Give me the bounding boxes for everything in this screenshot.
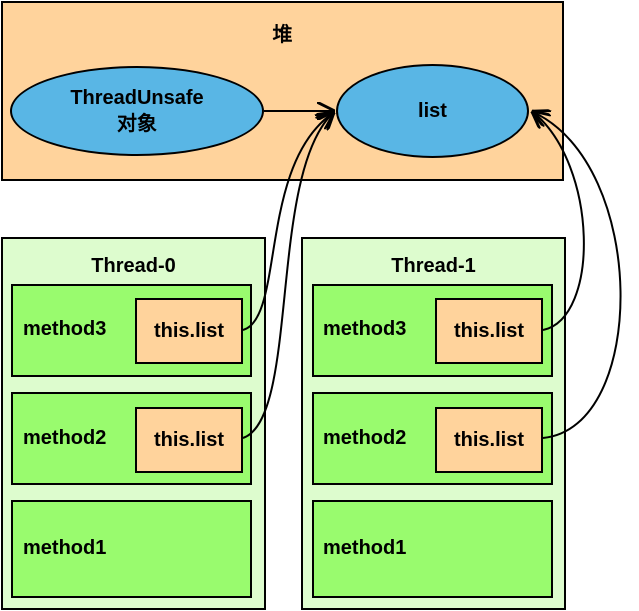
arrow-thread1-method3-to-list bbox=[533, 112, 585, 331]
thread-unsafe-object: ThreadUnsafe 对象 bbox=[10, 66, 264, 156]
thread-0-method3-ref-label: this.list bbox=[153, 319, 224, 342]
thread-1-method3-label: method3 bbox=[323, 318, 407, 340]
thread-1-method3-ref: this.list bbox=[435, 298, 543, 364]
thread-1-method1-label: method1 bbox=[323, 537, 407, 559]
thread-unsafe-object-name: ThreadUnsafe bbox=[70, 87, 204, 109]
heap-title: 堆 bbox=[272, 24, 293, 46]
thread-0-frame-method1 bbox=[11, 500, 252, 598]
arrow-thread0-method2-to-list bbox=[242, 113, 333, 439]
arrow-thread0-method3-to-list bbox=[242, 113, 333, 331]
list-object: list bbox=[336, 64, 529, 158]
arrow-thread1-method2-to-list bbox=[533, 112, 622, 439]
thread-1-method2-label: method2 bbox=[323, 427, 407, 449]
thread-1-frame-method1 bbox=[312, 500, 553, 598]
thread-1-title: Thread-1 bbox=[391, 255, 476, 277]
thread-1-method2-ref: this.list bbox=[435, 407, 543, 473]
thread-1-method2-ref-label: this.list bbox=[453, 428, 524, 451]
thread-0-method2-ref-label: this.list bbox=[153, 428, 224, 451]
thread-0-method2-ref: this.list bbox=[135, 407, 243, 473]
thread-0-method3-label: method3 bbox=[23, 318, 107, 340]
thread-0-method3-ref: this.list bbox=[135, 298, 243, 364]
thread-0-method1-label: method1 bbox=[23, 537, 107, 559]
list-object-label: list bbox=[418, 100, 447, 122]
thread-1-method3-ref-label: this.list bbox=[453, 319, 524, 342]
thread-0-title: Thread-0 bbox=[91, 255, 176, 277]
thread-0-method2-label: method2 bbox=[23, 427, 107, 449]
thread-unsafe-object-suffix: 对象 bbox=[117, 113, 157, 135]
